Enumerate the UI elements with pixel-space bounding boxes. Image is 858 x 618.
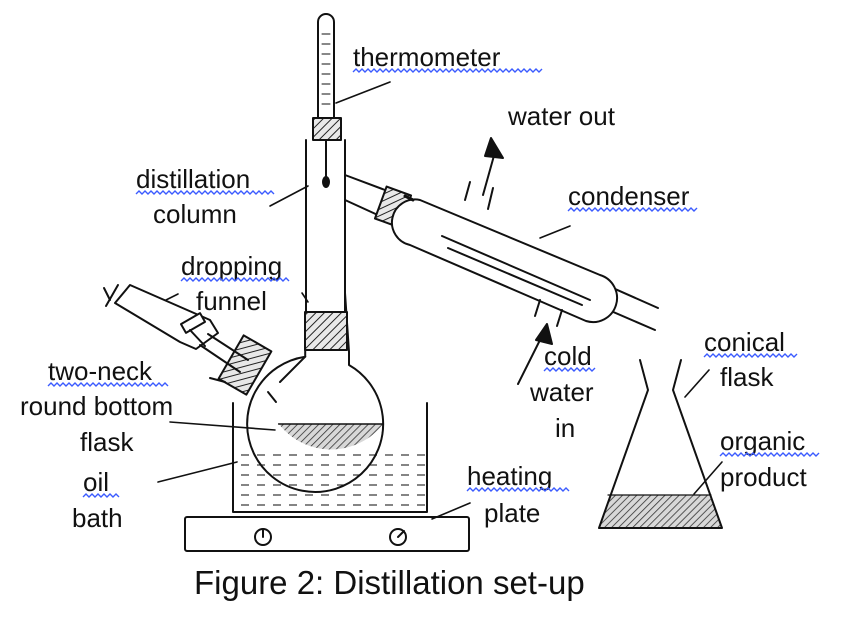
figure-caption: Figure 2: Distillation set-up <box>194 564 585 601</box>
label-column: column <box>153 199 237 229</box>
dropping-funnel <box>103 284 249 383</box>
round-bottom-flask <box>217 292 385 493</box>
conical-flask <box>598 359 723 529</box>
leader-lines <box>157 81 723 520</box>
label-water-out: water out <box>507 101 616 131</box>
spellcheck-underline-conical <box>703 353 798 358</box>
label-organic: organic <box>720 426 805 456</box>
spellcheck-underline-cold <box>543 367 596 372</box>
left-knob-icon <box>254 528 272 546</box>
label-heating: heating <box>467 461 552 491</box>
label-distillation: distillation <box>136 164 250 194</box>
label-thermometer: thermometer <box>353 42 501 72</box>
spellcheck-underline-heating <box>466 487 570 492</box>
label-oil: oil <box>83 467 109 497</box>
thermometer <box>312 13 342 188</box>
spellcheck-underline-distillation <box>135 190 275 195</box>
label-condenser: condenser <box>568 181 690 211</box>
label-plate: plate <box>484 498 540 528</box>
label-funnel: funnel <box>196 286 267 316</box>
cold-water-in-arrow-icon <box>517 323 553 385</box>
labels: thermometer water out distillation colum… <box>20 42 820 601</box>
label-in: in <box>555 413 575 443</box>
label-product: product <box>720 462 807 492</box>
label-bath: bath <box>72 503 123 533</box>
spellcheck-underline-organic <box>719 452 820 457</box>
spellcheck-underline-dropping <box>180 277 290 282</box>
label-dropping: dropping <box>181 251 282 281</box>
water-out-arrow-icon <box>482 137 504 196</box>
label-conical: conical <box>704 327 785 357</box>
label-flask-round: flask <box>80 427 134 457</box>
distillation-column <box>304 139 413 351</box>
oil-bath <box>232 402 428 513</box>
label-water: water <box>529 377 594 407</box>
condenser <box>390 181 659 331</box>
spellcheck-underline-condenser <box>567 207 698 212</box>
label-round-bottom: round bottom <box>20 391 173 421</box>
right-knob-icon <box>389 528 407 546</box>
spellcheck-underline-oil <box>82 493 120 498</box>
spellcheck-underline-two-neck <box>47 382 169 387</box>
label-flask-conical: flask <box>720 362 774 392</box>
heating-plate <box>184 516 470 552</box>
spellcheck-underline-thermometer <box>352 68 543 73</box>
label-cold: cold <box>544 341 592 371</box>
label-two-neck: two-neck <box>48 356 153 386</box>
